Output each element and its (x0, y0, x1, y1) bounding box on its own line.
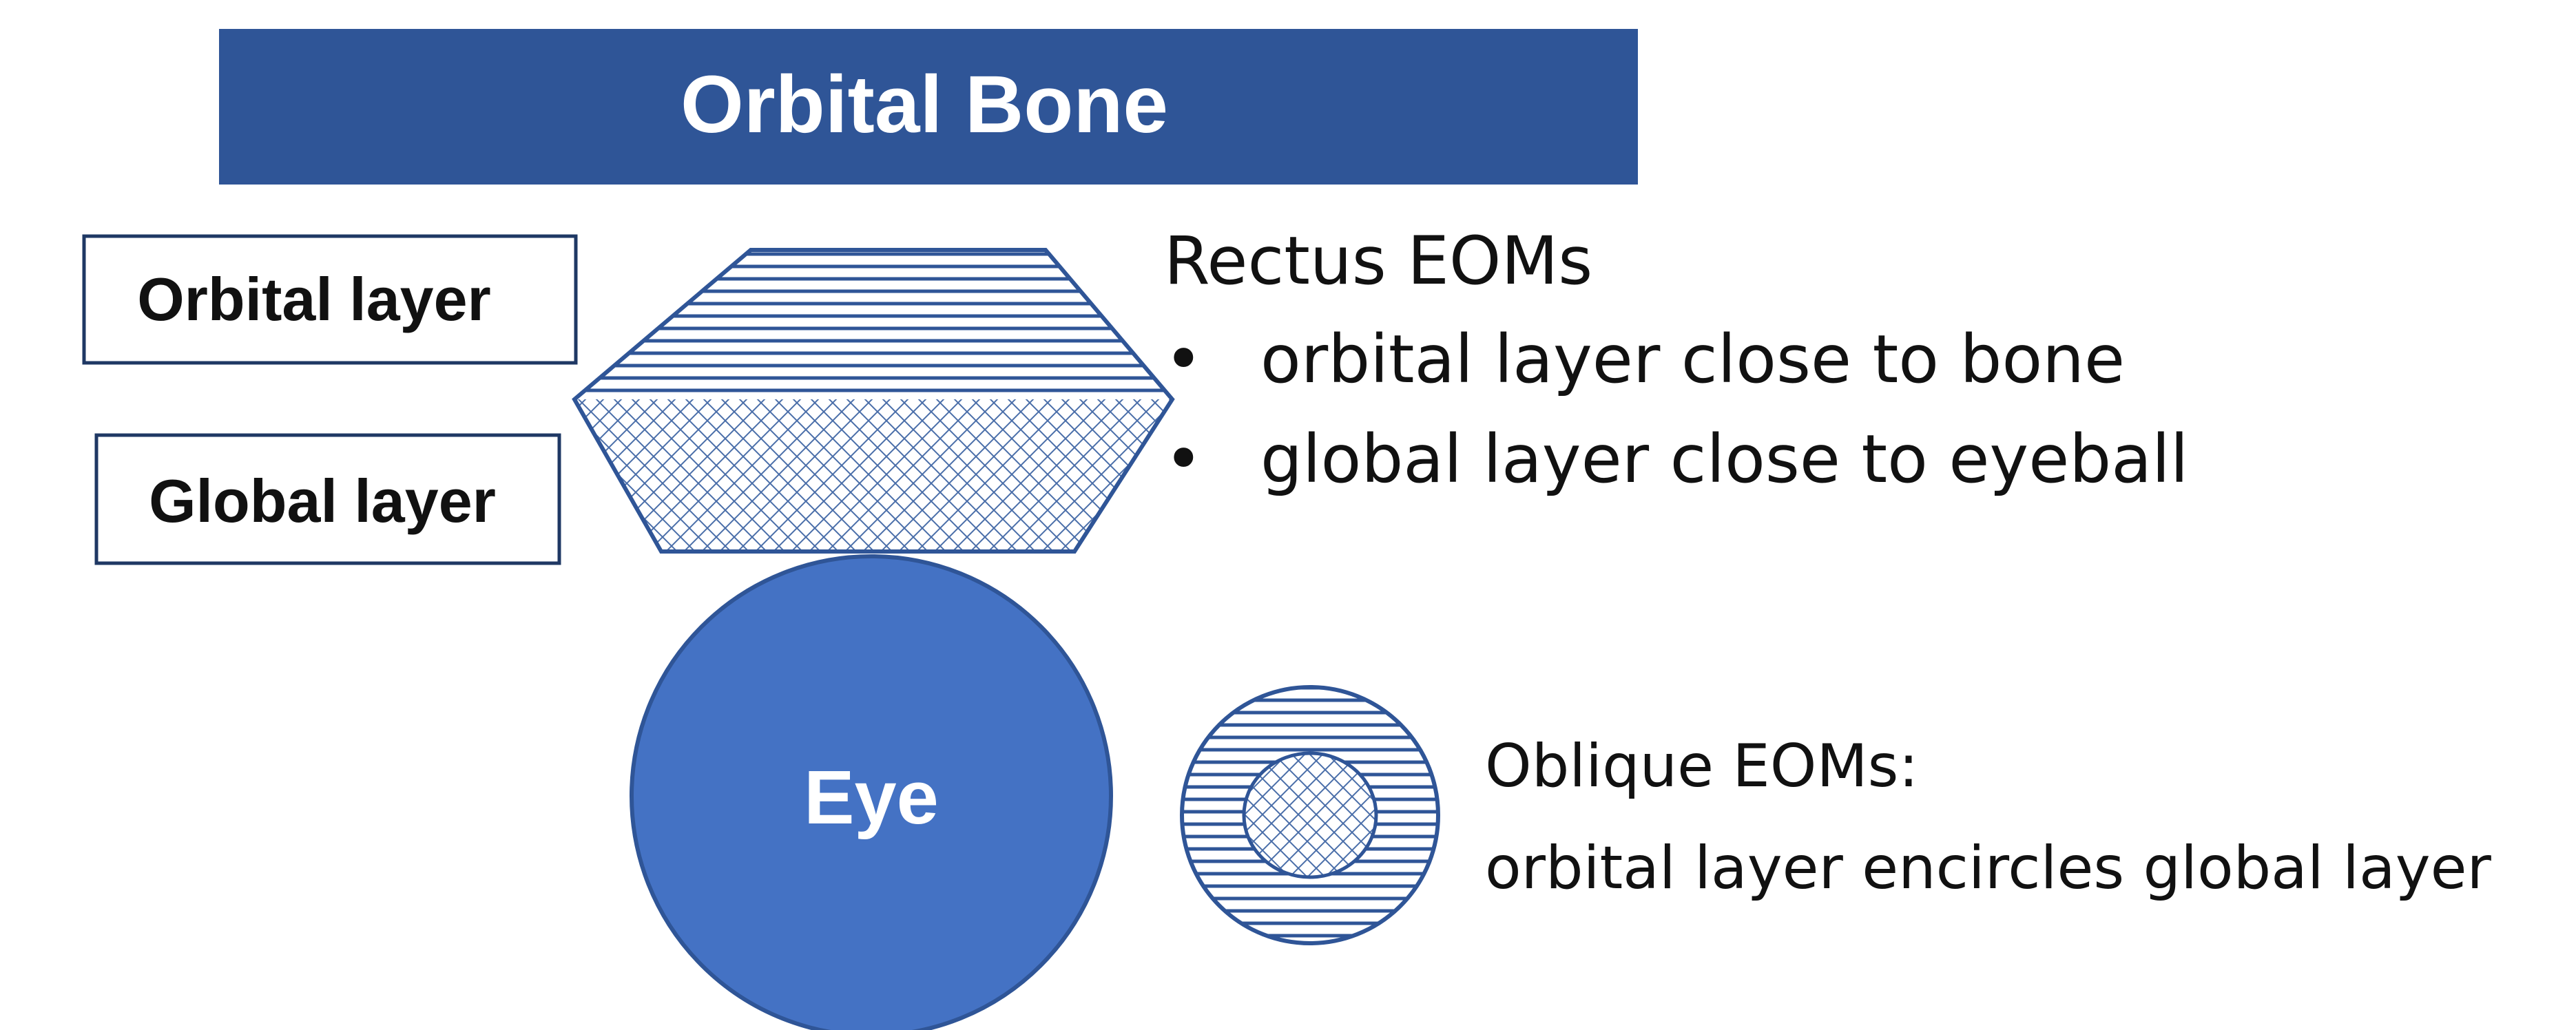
orbital-bone-banner: Orbital Bone (219, 29, 1638, 185)
oblique-description: Oblique EOMs: orbital layer encircles gl… (1485, 732, 2492, 903)
global-layer-label: Global layer (149, 467, 496, 535)
rectus-muscle-cross-section (572, 248, 1175, 554)
rectus-description: Rectus EOMs • orbital layer close to bon… (1164, 222, 2188, 498)
rectus-heading: Rectus EOMs (1164, 222, 1592, 299)
bullet-glyph: • (1164, 421, 1203, 498)
rectus-global-layer (574, 399, 1172, 551)
orbital-bone-title: Orbital Bone (681, 59, 1168, 150)
oblique-heading: Oblique EOMs: (1485, 732, 1918, 801)
rectus-bullet-1: orbital layer close to bone (1260, 321, 2125, 398)
global-layer-label-box: Global layer (94, 433, 561, 565)
orbital-layer-label: Orbital layer (137, 265, 491, 333)
oblique-description-text: orbital layer encircles global layer (1485, 834, 2492, 903)
eye-label: Eye (804, 755, 939, 840)
oblique-global-layer (1242, 751, 1378, 879)
rectus-bullet-2: global layer close to eyeball (1260, 421, 2188, 498)
rectus-orbital-layer (574, 250, 1172, 399)
eyeball: Eye (630, 554, 1113, 1030)
orbital-layer-label-box: Orbital layer (82, 234, 578, 365)
bullet-glyph: • (1164, 321, 1203, 398)
oblique-muscle-cross-section (1180, 685, 1440, 945)
